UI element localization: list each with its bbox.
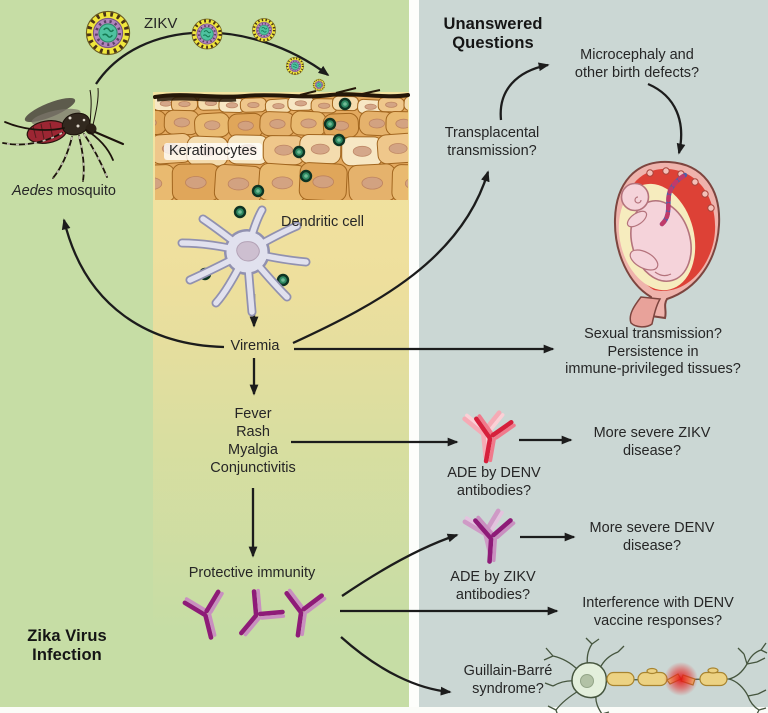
viremia-label: Viremia	[230, 338, 280, 354]
ade-zikv-antibody-icon	[460, 506, 517, 566]
zikv-label: ZIKV	[144, 15, 178, 32]
dendritic-cell-illustration	[177, 205, 311, 317]
protective-antibody-icons	[180, 585, 328, 651]
mosquito-rest: mosquito	[53, 183, 116, 199]
inflammation-glow	[664, 662, 698, 696]
ade-denv-antibody-icon	[460, 408, 518, 468]
right-panel-background	[419, 0, 768, 713]
fetus-in-utero-illustration	[613, 160, 721, 328]
arrow-viremia-to-mosquito	[61, 218, 225, 349]
bottom-border	[0, 707, 768, 713]
neuron-illustration	[543, 637, 768, 713]
arrow-transplacental-to-microcephaly	[499, 62, 550, 121]
aedes-mosquito-label: Aedes mosquito	[0, 183, 128, 201]
dendritic-cell-label: Dendritic cell	[281, 214, 364, 230]
arrow-immunity-to-ade-zikv	[341, 533, 459, 597]
keratinocytes-label: Keratinocytes	[164, 143, 262, 160]
arrow-immunity-to-guillain	[340, 636, 452, 696]
aedes-mosquito-illustration	[2, 87, 125, 182]
mosquito-genus-italic: Aedes	[12, 183, 54, 199]
arrow-microcephaly-to-fetus	[647, 82, 686, 155]
panel-divider	[409, 0, 419, 713]
arrow-viremia-to-transplacental	[292, 170, 490, 345]
protective-immunity-label: Protective immunity	[188, 565, 316, 581]
